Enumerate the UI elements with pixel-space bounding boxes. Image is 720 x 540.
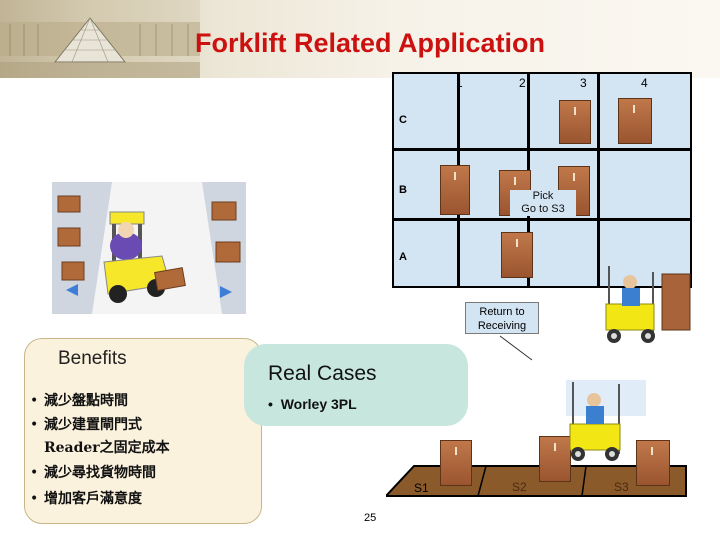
bullet: •	[30, 417, 44, 433]
benefit-item: •減少建置閘門式	[30, 414, 142, 434]
benefit-text: 增加客戶滿意度	[44, 491, 142, 507]
cardboard-box-icon	[440, 165, 470, 215]
benefit-item: •減少尋找貨物時間	[30, 462, 156, 482]
benefit-item: •增加客戶滿意度	[30, 488, 142, 508]
floor-slot-label: S1	[414, 481, 429, 495]
cardboard-box-icon	[501, 232, 533, 278]
benefit-text: Reader之固定成本	[44, 440, 170, 456]
forklift-icon	[600, 266, 700, 348]
real-cases-heading: Real Cases	[268, 362, 377, 386]
real-case-item: • Worley 3PL	[268, 396, 357, 412]
pick-label-line: Pick	[510, 190, 576, 203]
bullet: •	[30, 393, 44, 409]
benefit-text: 減少盤點時間	[44, 393, 128, 409]
benefits-heading: Benefits	[58, 348, 127, 370]
cardboard-box-icon	[559, 100, 591, 144]
rack-row-label: C	[399, 114, 407, 126]
return-label-line: Receiving	[466, 319, 538, 333]
rack-column-label: 4	[641, 76, 648, 90]
pick-label-line: Go to S3	[510, 203, 576, 216]
rack-row-label: B	[399, 184, 407, 196]
return-label: Return to Receiving	[465, 302, 539, 334]
rack-column-label: 2	[519, 76, 526, 90]
cardboard-box-icon	[618, 98, 652, 144]
rack-shelf	[394, 218, 690, 221]
rack-column-label: 1	[456, 76, 463, 90]
rack-column-label: 3	[580, 76, 587, 90]
forklift-icon	[560, 380, 654, 466]
bullet: •	[30, 465, 44, 481]
page-number: 25	[364, 512, 376, 524]
cardboard-box-icon	[440, 440, 472, 486]
benefit-text: 減少尋找貨物時間	[44, 465, 156, 481]
louvre-pyramid-photo	[0, 0, 200, 78]
floor-slot-label: S2	[512, 480, 527, 494]
real-case-text: Worley 3PL	[281, 396, 357, 412]
return-arrow-icon	[498, 334, 538, 364]
rack-shelf	[394, 148, 690, 151]
rack-row-label: A	[399, 251, 407, 263]
page-title: Forklift Related Application	[195, 28, 545, 59]
warehouse-forklift-illustration	[52, 182, 246, 314]
benefit-text: 減少建置閘門式	[44, 417, 142, 433]
return-label-line: Return to	[466, 305, 538, 319]
benefit-item-continued: Reader之固定成本	[44, 437, 170, 457]
bullet: •	[268, 396, 281, 412]
benefit-item: •減少盤點時間	[30, 390, 128, 410]
rack-divider	[597, 74, 600, 286]
pick-label: Pick Go to S3	[510, 190, 576, 216]
floor-slot-label: S3	[614, 480, 629, 494]
bullet: •	[30, 491, 44, 507]
